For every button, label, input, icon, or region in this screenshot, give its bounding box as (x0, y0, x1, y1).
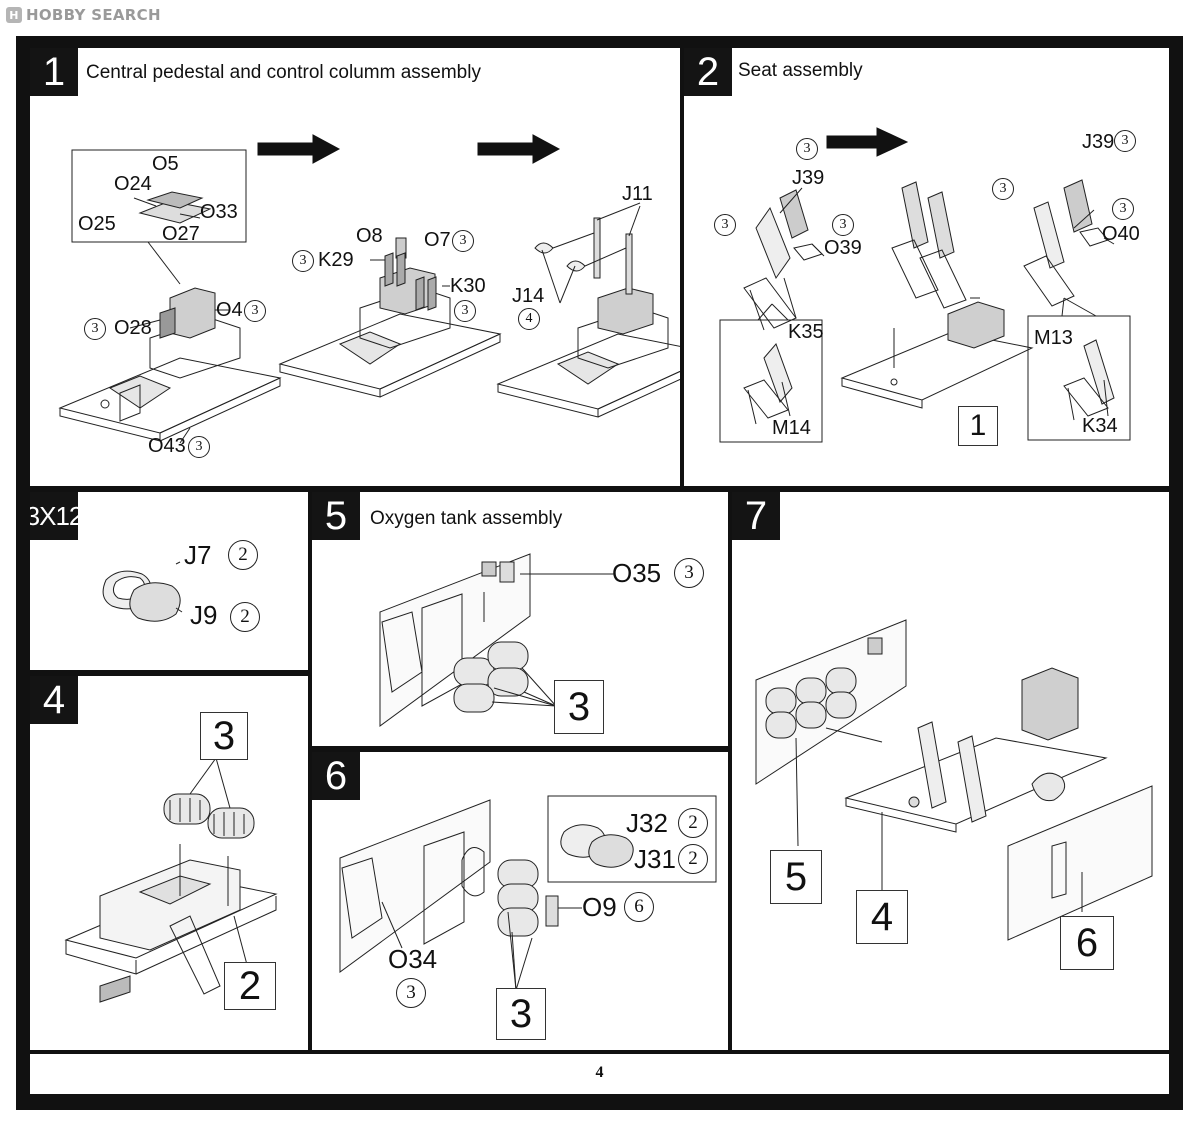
step-3-panel: 3X12 J7 2 J9 2 (30, 492, 308, 670)
quantity-seat-left: 3 (714, 214, 736, 236)
quantity-o28: 3 (84, 318, 106, 340)
quantity-j9: 2 (230, 602, 260, 632)
part-label-j7: J7 (184, 540, 212, 570)
part-label-o35: O35 (612, 558, 662, 588)
part-label-o7: O7 (424, 229, 451, 251)
step-number: 2 (684, 48, 732, 96)
part-label-j14: J14 (512, 285, 545, 307)
part-label-j39-left: J39 (792, 167, 825, 189)
part-label-m13: M13 (1034, 327, 1073, 349)
step-2-panel: 2 Seat assembly (684, 48, 1169, 486)
part-label-j32: J32 (626, 808, 668, 838)
reference-box-4: 4 (856, 890, 908, 944)
part-label-j11: J11 (622, 183, 653, 205)
reference-box-5: 5 (770, 850, 822, 904)
part-label-o5: O5 (152, 153, 179, 175)
quantity-o7: 3 (452, 230, 474, 252)
step-title: Central pedestal and control columm asse… (86, 62, 481, 83)
quantity-j7: 2 (228, 540, 258, 570)
instruction-sheet: 1 Central pedestal and control columm as… (16, 36, 1183, 1110)
step-1-panel: 1 Central pedestal and control columm as… (30, 48, 680, 486)
reference-box-1: 1 (958, 406, 998, 446)
part-label-k34: K34 (1082, 415, 1118, 437)
part-label-o25: O25 (78, 213, 116, 235)
part-label-o33: O33 (200, 201, 238, 223)
reference-box-3: 3 (554, 680, 604, 734)
quantity-o34: 3 (396, 978, 426, 1008)
step-5-diagram (312, 492, 728, 746)
step-1-diagram (30, 48, 680, 486)
part-label-o9: O9 (582, 892, 617, 922)
step-number: 3X12 (30, 492, 83, 540)
page-footer: 4 (30, 1054, 1169, 1094)
quantity-j14: 4 (518, 308, 540, 330)
quantity-o39: 3 (832, 214, 854, 236)
part-label-o28: O28 (114, 317, 152, 339)
hobby-search-logo-icon: H (6, 7, 22, 23)
step-7-diagram (732, 492, 1169, 1050)
step-title: Oxygen tank assembly (370, 508, 563, 529)
part-label-j39-right: J39 (1082, 131, 1115, 153)
reference-box-3: 3 (200, 712, 248, 760)
part-label-o39: O39 (824, 237, 862, 259)
step-5-panel: 5 Oxygen tank assembly O35 3 (312, 492, 728, 746)
part-label-o4: O4 (216, 299, 243, 321)
part-label-o8: O8 (356, 225, 383, 247)
part-label-o43: O43 (148, 435, 186, 457)
part-label-k29: K29 (318, 249, 354, 271)
part-label-o34: O34 (388, 944, 438, 974)
page-number: 4 (595, 1064, 604, 1081)
quantity-o9: 6 (624, 892, 654, 922)
quantity-j31: 2 (678, 844, 708, 874)
quantity-k30: 3 (454, 300, 476, 322)
step-2-diagram (684, 48, 1169, 486)
watermark-text: HOBBY SEARCH (26, 6, 161, 24)
step-6-panel: 6 J32 2 J31 2 (312, 752, 728, 1050)
quantity-o35: 3 (674, 558, 704, 588)
step-number: 4 (30, 676, 78, 724)
quantity-j39-left: 3 (796, 138, 818, 160)
hobby-search-watermark: H HOBBY SEARCH (6, 4, 161, 26)
quantity-seat-right: 3 (992, 178, 1014, 200)
part-label-o40: O40 (1102, 223, 1140, 245)
part-label-k30: K30 (450, 275, 486, 297)
step-7-panel: 7 (732, 492, 1169, 1050)
part-label-j31: J31 (634, 844, 676, 874)
part-label-j9: J9 (190, 600, 218, 630)
step-4-diagram (30, 676, 308, 1050)
step-3-diagram (30, 492, 308, 670)
step-title: Seat assembly (738, 60, 863, 81)
quantity-j39-right: 3 (1114, 130, 1136, 152)
part-label-m14: M14 (772, 417, 811, 439)
quantity-j32: 2 (678, 808, 708, 838)
reference-box-3: 3 (496, 988, 546, 1040)
reference-box-6: 6 (1060, 916, 1114, 970)
step-number: 1 (30, 48, 78, 96)
part-label-o27: O27 (162, 223, 200, 245)
step-number: 5 (312, 492, 360, 540)
step-4-panel: 4 (30, 676, 308, 1050)
part-label-o24: O24 (114, 173, 152, 195)
quantity-o43: 3 (188, 436, 210, 458)
quantity-o4: 3 (244, 300, 266, 322)
step-6-diagram (312, 752, 728, 1050)
reference-box-2: 2 (224, 962, 276, 1010)
part-label-k35: K35 (788, 321, 824, 343)
step-number: 7 (732, 492, 780, 540)
step-number: 6 (312, 752, 360, 800)
quantity-k29: 3 (292, 250, 314, 272)
quantity-o40: 3 (1112, 198, 1134, 220)
